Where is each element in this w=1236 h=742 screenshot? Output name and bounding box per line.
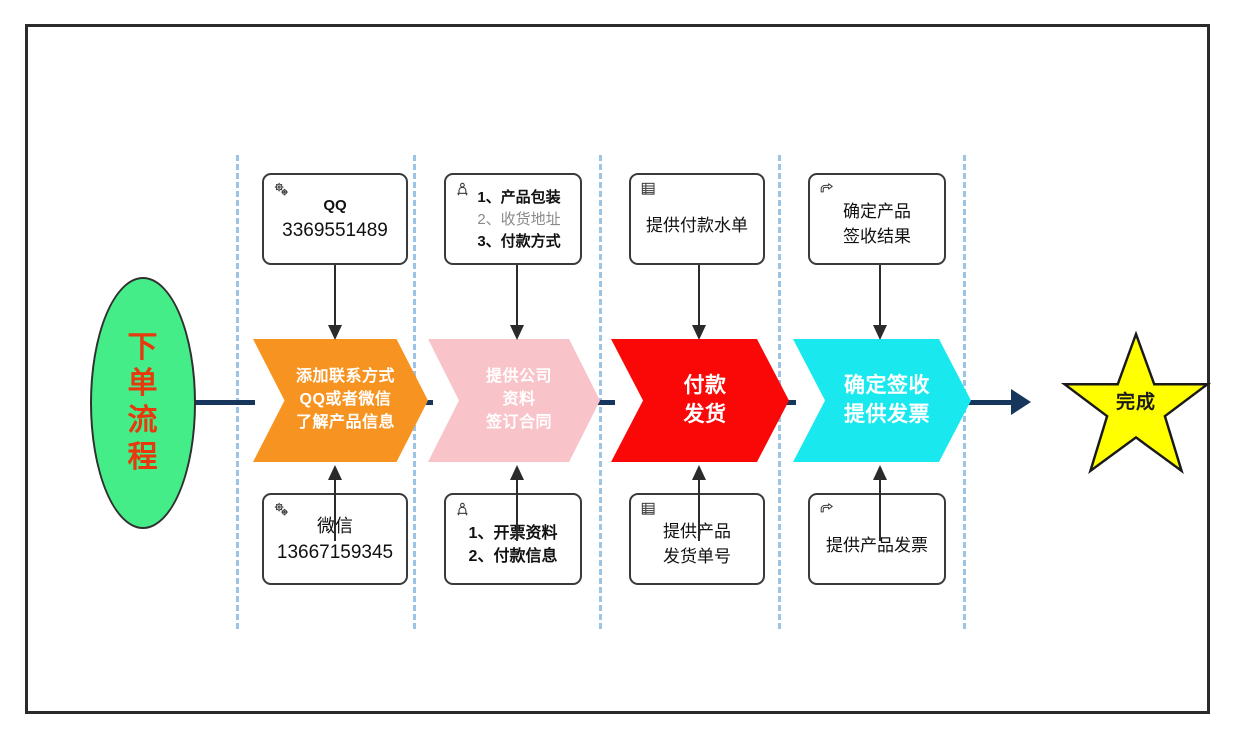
box-line: 提供产品发票	[826, 535, 928, 555]
stage-4-chevron-label: 确定签收 提供发票	[844, 373, 930, 426]
start-node-label: 下单流程	[127, 330, 159, 474]
box-line: 3369551489	[282, 220, 388, 242]
stage-1-top-box-body: QQ 3369551489	[264, 175, 406, 263]
stage-4-top-connector	[879, 265, 881, 329]
flow-line-segment-5	[928, 400, 1014, 405]
stage-2-bottom-box-body: 1、开票资料 2、付款信息	[446, 495, 580, 583]
stage-2-top-connector	[516, 265, 518, 329]
box-line: 2、收货地址	[477, 211, 561, 229]
stage-2-bottom-arrowhead	[510, 465, 524, 480]
stage-1-top-connector	[334, 265, 336, 329]
star-shape	[1060, 330, 1212, 475]
stage-4-bottom-connector	[879, 479, 881, 541]
stage-1-bottom-connector	[334, 479, 336, 541]
stage-2-bottom-box[interactable]: 1、开票资料 2、付款信息	[444, 493, 582, 585]
flow-line-arrowhead	[1011, 389, 1031, 415]
box-line: 3、付款方式	[477, 232, 561, 250]
box-line: QQ	[323, 197, 347, 215]
stage-1-top-box[interactable]: QQ 3369551489	[262, 173, 408, 265]
stage-3-top-connector	[698, 265, 700, 329]
stage-3-bottom-box[interactable]: 提供产品 发货单号	[629, 493, 765, 585]
stage-3-top-box[interactable]: 提供付款水单	[629, 173, 765, 265]
box-line: 提供产品	[663, 522, 731, 542]
box-line: 1、产品包装	[477, 189, 561, 207]
box-line: 签收结果	[843, 227, 911, 246]
stage-1-top-arrowhead	[328, 325, 342, 340]
stage-2-chevron[interactable]: 提供公司 资料 签订合同	[428, 339, 600, 462]
stage-4-bottom-box-body: 提供产品发票	[810, 495, 944, 583]
phase-separator-3	[599, 155, 602, 629]
stage-1-chevron[interactable]: 添加联系方式 QQ或者微信 了解产品信息	[253, 339, 428, 462]
stage-4-bottom-arrowhead	[873, 465, 887, 480]
stage-1-chevron-label: 添加联系方式 QQ或者微信 了解产品信息	[295, 368, 395, 431]
stage-2-top-box-body: 1、产品包装 2、收货地址 3、付款方式	[446, 175, 580, 263]
stage-2-top-arrowhead	[510, 325, 524, 340]
end-node-label: 完成	[1115, 392, 1156, 413]
stage-3-chevron[interactable]: 付款 发货	[611, 339, 789, 462]
stage-3-bottom-arrowhead	[692, 465, 706, 480]
flow-line-segment-1	[145, 400, 255, 405]
phase-separator-1	[236, 155, 239, 629]
stage-3-top-box-body: 提供付款水单	[631, 175, 763, 263]
end-node: 完成	[1060, 330, 1212, 477]
stage-1-bottom-box-body: 微信 13667159345	[264, 495, 406, 583]
box-line: 发货单号	[663, 547, 731, 566]
start-node: 下单流程	[90, 277, 196, 529]
stage-4-top-arrowhead	[873, 325, 887, 340]
stage-2-bottom-connector	[516, 479, 518, 541]
stage-2-top-box[interactable]: 1、产品包装 2、收货地址 3、付款方式	[444, 173, 582, 265]
stage-4-top-box[interactable]: 确定产品 签收结果	[808, 173, 946, 265]
box-line: 13667159345	[276, 542, 394, 564]
box-line: 2、付款信息	[468, 548, 558, 565]
box-line: 1、开票资料	[468, 524, 558, 542]
stage-3-chevron-label: 付款 发货	[683, 373, 727, 426]
stage-2-chevron-label: 提供公司 资料 签订合同	[485, 368, 552, 431]
box-line: 提供付款水单	[646, 215, 748, 235]
stage-4-top-box-body: 确定产品 签收结果	[810, 175, 944, 263]
box-line: 确定产品	[843, 202, 911, 222]
stage-3-bottom-connector	[698, 479, 700, 541]
diagram-frame: 下单流程 添加联系方式 QQ或者微信 了解产品信息	[25, 24, 1212, 714]
stage-3-bottom-box-body: 提供产品 发货单号	[631, 495, 763, 583]
stage-3-top-arrowhead	[692, 325, 706, 340]
stage-1-bottom-arrowhead	[328, 465, 342, 480]
stage-4-bottom-box[interactable]: 提供产品发票	[808, 493, 946, 585]
stage-4-chevron[interactable]: 确定签收 提供发票	[793, 339, 971, 462]
